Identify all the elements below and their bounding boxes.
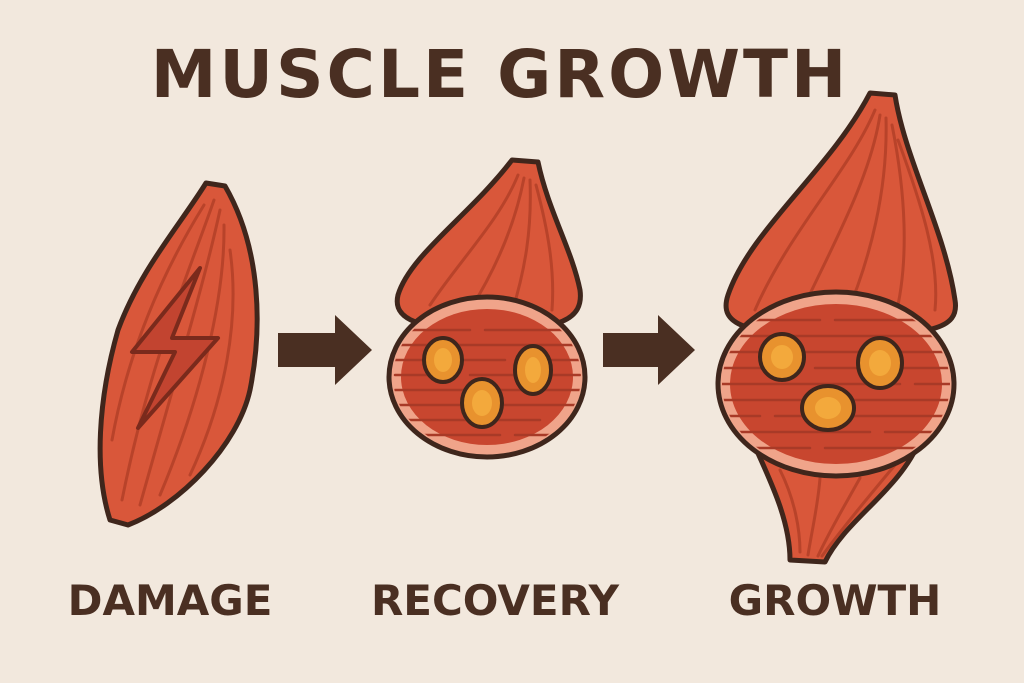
- satellite-cell: [460, 377, 504, 429]
- lightning-bolt-icon: [130, 266, 220, 430]
- arrow-right-icon: [278, 315, 372, 385]
- grown-muscle: [715, 90, 959, 565]
- recovering-muscle: [386, 157, 588, 460]
- stage-label-growth: GROWTH: [728, 576, 942, 625]
- satellite-cell: [422, 336, 464, 384]
- damaged-muscle: [97, 180, 260, 528]
- satellite-cell: [513, 344, 553, 396]
- diagram-title: MUSCLE GROWTH: [150, 36, 850, 113]
- satellite-cell: [800, 384, 856, 432]
- satellite-cell: [856, 336, 904, 390]
- stage-label-damage: DAMAGE: [67, 576, 273, 625]
- arrow-right-icon: [603, 315, 695, 385]
- stage-label-recovery: RECOVERY: [370, 576, 620, 625]
- satellite-cell: [758, 332, 806, 382]
